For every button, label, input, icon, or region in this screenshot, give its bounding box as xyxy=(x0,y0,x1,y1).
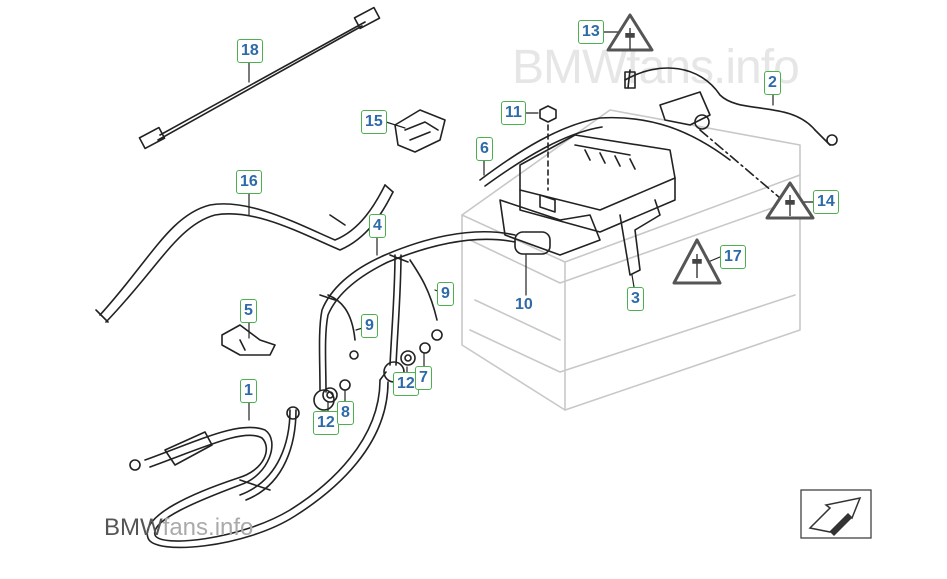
callout-3[interactable]: 3 xyxy=(627,287,644,311)
callout-18[interactable]: 18 xyxy=(237,39,263,63)
callout-9-right[interactable]: 9 xyxy=(437,282,454,306)
battery xyxy=(461,109,801,411)
part-18-cable xyxy=(138,6,381,150)
leader-lines xyxy=(248,31,814,421)
watermark-bottom: BMWfans.info xyxy=(104,514,253,542)
callout-10[interactable]: 10 xyxy=(515,296,533,313)
callout-13[interactable]: 13 xyxy=(578,20,604,44)
callout-11[interactable]: 11 xyxy=(501,101,526,125)
callout-9-left[interactable]: 9 xyxy=(361,314,378,338)
callout-8[interactable]: 8 xyxy=(337,401,354,425)
watermark-top: BMWfans.info xyxy=(512,41,800,94)
callout-14[interactable]: 14 xyxy=(813,190,839,214)
warning-plug-icon xyxy=(606,13,815,285)
callout-6[interactable]: 6 xyxy=(476,137,493,161)
nuts-washers xyxy=(322,342,431,403)
part-5-bracket xyxy=(221,324,276,356)
part-6-cable xyxy=(479,116,731,187)
part-15-clip xyxy=(394,109,446,153)
part-4-harness xyxy=(313,230,516,411)
callout-12-left[interactable]: 12 xyxy=(313,411,339,435)
part-16-bracket xyxy=(95,184,394,323)
part-11-nut xyxy=(539,105,557,123)
callout-5[interactable]: 5 xyxy=(240,299,257,323)
part-1-cable xyxy=(129,371,389,549)
callout-4[interactable]: 4 xyxy=(369,214,386,238)
callout-1[interactable]: 1 xyxy=(240,379,257,403)
callout-7[interactable]: 7 xyxy=(415,366,432,390)
callout-15[interactable]: 15 xyxy=(361,110,387,134)
callout-2[interactable]: 2 xyxy=(764,71,781,95)
callout-16[interactable]: 16 xyxy=(236,170,262,194)
watermark-bottom-part2: fans.info xyxy=(162,514,254,541)
callout-17[interactable]: 17 xyxy=(720,245,746,269)
part-2-cable xyxy=(624,67,838,146)
watermark-bottom-part1: BMW xyxy=(104,514,163,541)
direction-arrow-icon xyxy=(800,489,872,539)
callout-12-right[interactable]: 12 xyxy=(393,372,419,396)
